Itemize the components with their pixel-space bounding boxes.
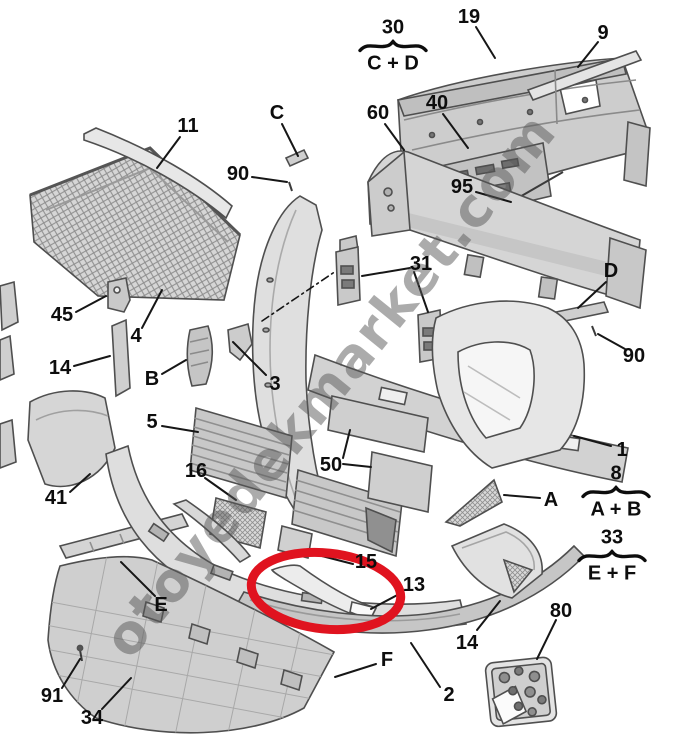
part-label-15: 15 (354, 551, 378, 573)
group-members: C + D (367, 52, 419, 75)
part-grille (29, 146, 242, 301)
part-label-9: 9 (597, 22, 609, 44)
part-label-50: 50 (319, 454, 343, 476)
group-number: 8 (610, 462, 622, 485)
part-label-13: 13 (402, 574, 426, 596)
leader-lines (61, 26, 626, 710)
part-9-strip (526, 50, 643, 125)
part-label-80: 80 (549, 600, 573, 622)
group-number: 30 (381, 16, 405, 39)
part-91-screw (76, 644, 84, 662)
part-label-11: 11 (177, 115, 199, 137)
part-label-19: 19 (457, 6, 481, 28)
part-label-f: F (380, 649, 394, 671)
part-label-90-left: 90 (226, 163, 250, 185)
part-45-bracket (107, 277, 131, 313)
part-41-panel (27, 390, 116, 488)
part-60-impact-beam (367, 150, 647, 310)
part-1-bumper-corner (431, 300, 586, 469)
part-34-undertray (47, 555, 336, 734)
highlight-ellipse (246, 547, 406, 635)
part-label-e: E (154, 594, 168, 616)
part-label-1: 1 (616, 439, 628, 461)
part-label-90-right: 90 (622, 345, 646, 367)
part-label-d: D (603, 260, 619, 282)
part-label-60: 60 (366, 102, 390, 124)
group-members: A + B (590, 498, 642, 521)
part-14-right-trim (450, 523, 543, 599)
overbrace-icon (577, 549, 647, 563)
part-lower-grille (291, 468, 403, 558)
group-label-30-c-d: 30 C + D (357, 16, 429, 75)
part-5-grille (189, 406, 293, 500)
overbrace-icon (358, 39, 428, 53)
part-14-left-pillar (111, 318, 131, 398)
part-label-34: 34 (80, 707, 104, 729)
part-label-45: 45 (50, 304, 74, 326)
group-members: E + F (587, 562, 637, 585)
part-label-14-right: 14 (455, 632, 479, 654)
part-label-40: 40 (425, 92, 449, 114)
part-label-31: 31 (409, 253, 433, 275)
part-3-bracket (227, 322, 253, 362)
part-label-c: C (269, 102, 285, 124)
parts-artwork (0, 50, 651, 734)
group-number: 33 (600, 526, 624, 549)
part-label-5: 5 (146, 411, 158, 433)
part-b-strip (186, 325, 214, 387)
part-label-b: B (144, 368, 160, 390)
part-label-a: A (543, 489, 559, 511)
part-label-95: 95 (450, 176, 474, 198)
part-label-91: 91 (40, 685, 64, 707)
part-c-clip (284, 148, 310, 192)
group-label-8-a-b: 8 A + B (580, 462, 652, 521)
part-label-2: 2 (443, 684, 455, 706)
part-label-16: 16 (184, 460, 208, 482)
part-label-3: 3 (269, 373, 281, 395)
edge-fragments (0, 280, 19, 469)
part-50-panels (327, 395, 433, 513)
part-a-mesh (444, 478, 503, 527)
part-16-mesh (172, 496, 267, 564)
overbrace-icon (581, 485, 651, 499)
part-80-fastener-box (484, 656, 558, 728)
group-label-33-e-f: 33 E + F (576, 526, 648, 585)
part-label-41: 41 (44, 487, 68, 509)
part-label-4: 4 (130, 325, 142, 347)
part-11-grille-trim (83, 127, 233, 220)
part-label-14-left: 14 (48, 357, 72, 379)
